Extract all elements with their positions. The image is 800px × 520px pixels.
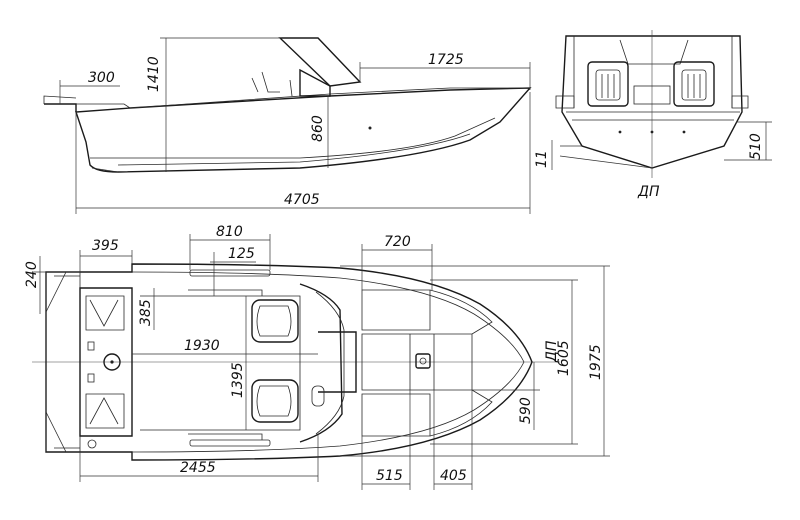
top-view-cockpit: [140, 269, 301, 447]
dim-deck-length: 1725: [359, 52, 531, 90]
dim-side-deck-label: 125: [228, 246, 255, 262]
top-view-seat-rear: [251, 379, 299, 423]
dim-side-height: 860: [310, 96, 329, 168]
dim-side-deck: 125: [210, 246, 256, 296]
dim-total-height-label: 1410: [146, 56, 162, 92]
dim-aft-tube-width: 240: [24, 256, 80, 314]
side-view: 300 1410 1725 860 4705: [43, 37, 532, 214]
dim-deadrise: 11: [534, 140, 653, 170]
dim-hatch-a-label: 515: [376, 468, 403, 484]
dim-deadrise-label: 11: [534, 150, 550, 168]
rear-view-seat-left: [587, 61, 629, 107]
dim-cockpit-width-label: 1395: [230, 362, 246, 398]
dim-aft-to-console: 2455: [79, 434, 319, 482]
dim-transom-step-label: 300: [88, 70, 115, 86]
dim-transom-step: 300: [59, 70, 120, 104]
dim-overall-length-label: 4705: [284, 192, 320, 208]
top-view-aft-section: [45, 271, 133, 453]
rear-view: 11 510 ДП: [534, 30, 772, 200]
dim-side-height-label: 860: [310, 115, 326, 142]
side-view-hull: [43, 87, 532, 173]
top-view-centerline-label: ДП: [544, 340, 560, 363]
top-view-seat-front: [251, 299, 299, 343]
dim-overall-length: 4705: [75, 92, 531, 214]
dim-side-locker: 810: [189, 224, 271, 270]
dim-cockpit-length-label: 1930: [184, 338, 220, 354]
top-view-windshield: [299, 283, 357, 443]
dim-overall-beam-label: 1975: [588, 344, 604, 380]
dim-aft-to-console-label: 2455: [180, 460, 216, 476]
dim-aft-compartment: 395: [79, 238, 133, 272]
side-view-windshield: [251, 37, 362, 97]
dim-overall-beam: 1975: [340, 265, 610, 457]
dim-inner-beam-label: 1605: [556, 340, 572, 376]
dim-side-locker-label: 810: [216, 224, 243, 240]
dim-inner-beam: 1605: [430, 279, 578, 445]
dim-aft-compartment-label: 395: [92, 238, 119, 254]
dim-deck-length-label: 1725: [428, 52, 464, 68]
dim-locker-depth-label: 385: [138, 299, 154, 326]
dim-hatch-width-label: 590: [518, 397, 534, 424]
rear-view-centerline-label: ДП: [637, 184, 660, 200]
rear-view-hull: [555, 30, 749, 178]
side-view-fitting: [368, 126, 372, 130]
dim-bow-section: 720: [361, 234, 433, 290]
dim-transom-height: 510: [724, 121, 772, 161]
dim-aft-tube-width-label: 240: [24, 261, 40, 288]
dim-bow-section-label: 720: [384, 234, 411, 250]
top-view-bow-deck: [361, 289, 493, 437]
top-view: 240 395 810 125 385 1930: [24, 224, 610, 490]
dim-hatch-b: 405: [433, 390, 473, 490]
dim-hatch-b-label: 405: [440, 468, 467, 484]
rear-view-seat-right: [673, 61, 715, 107]
dim-hatch-a: 515: [361, 390, 411, 490]
dim-transom-height-label: 510: [748, 133, 764, 160]
dim-locker-depth: 385: [138, 288, 155, 330]
dim-hatch-width: 590: [472, 362, 540, 430]
dim-cockpit-length: 1930: [132, 338, 318, 355]
dim-cockpit-width: 1395: [230, 296, 247, 430]
dim-total-height: 1410: [146, 37, 282, 172]
rear-view-console: [633, 85, 671, 105]
